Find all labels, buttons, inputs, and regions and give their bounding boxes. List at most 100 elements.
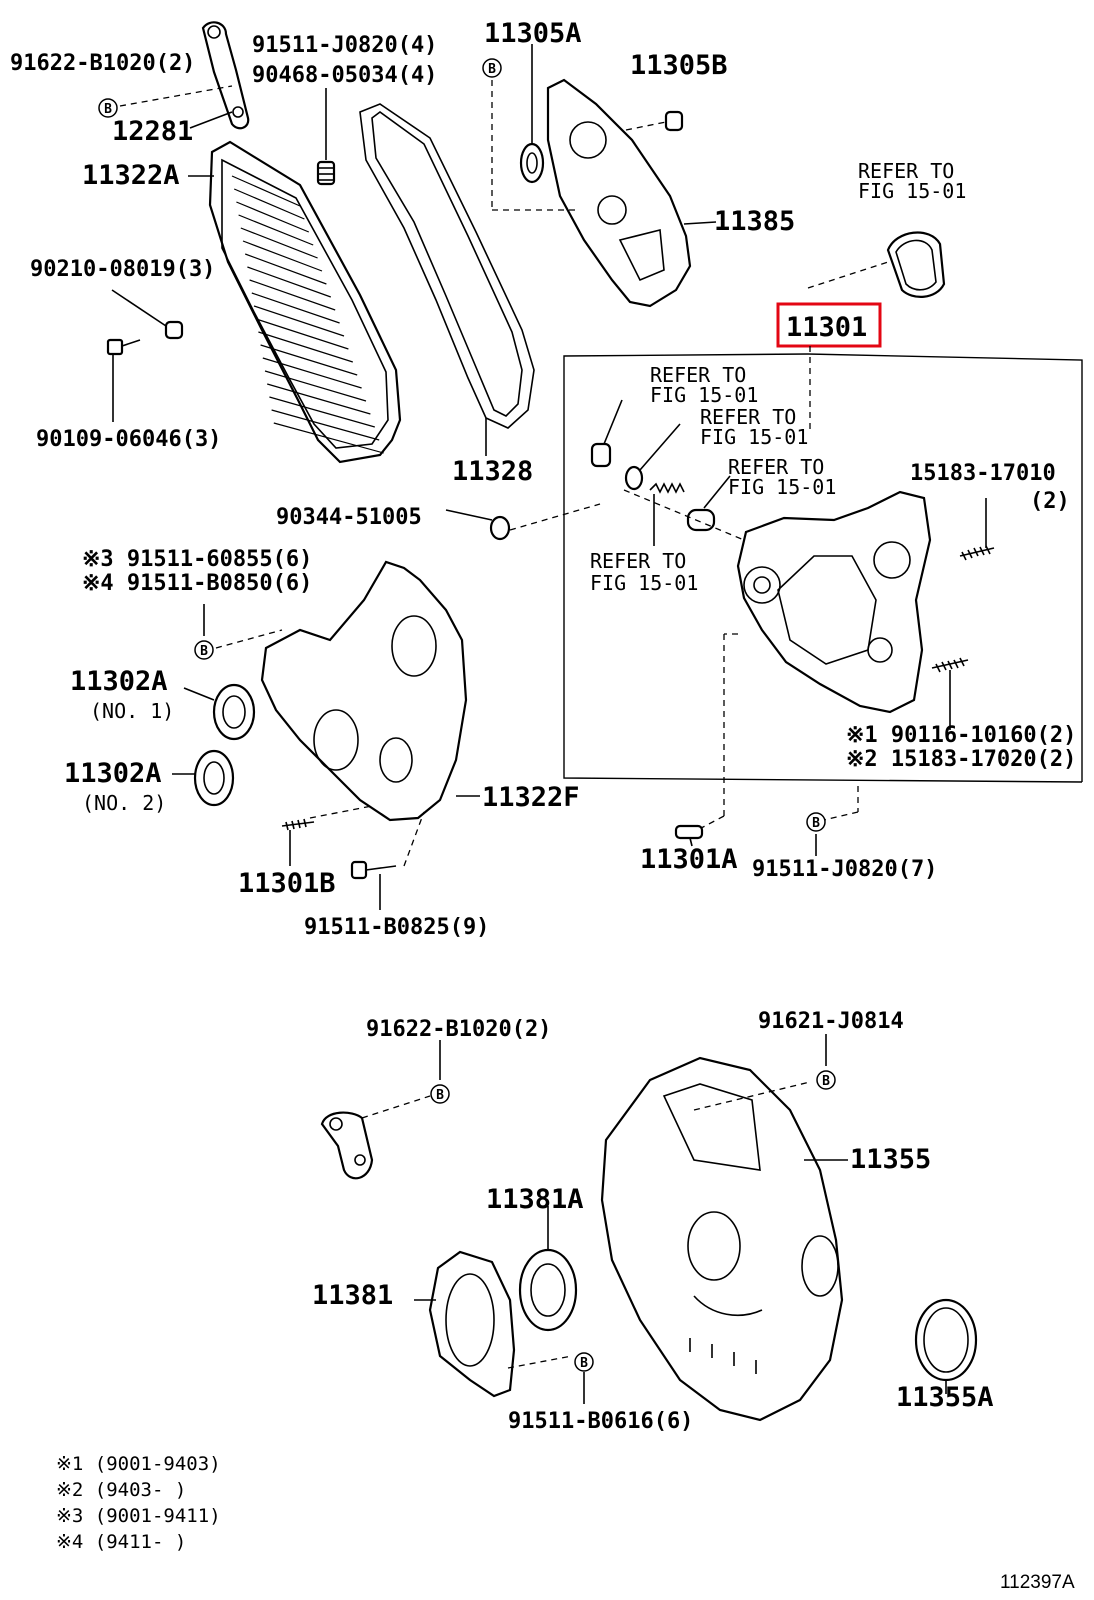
label-90344-51005: 90344-51005 — [276, 505, 422, 530]
stud-90116 — [931, 657, 969, 673]
label-11301[interactable]: 11301 — [786, 312, 867, 343]
footnote-4: ※4 (9411- ) — [56, 1531, 186, 1553]
label-91511-60855: ※3 91511-60855(6) — [82, 547, 312, 572]
bolt-91511-b0825 — [350, 860, 397, 880]
label-91511-b0616: 91511-B0616(6) — [508, 1409, 693, 1434]
bolt-symbol-letter: B — [488, 62, 496, 77]
bolt-symbol-letter: B — [580, 1356, 588, 1371]
nut-90210 — [164, 320, 184, 340]
cover-stripe — [271, 409, 380, 441]
cover-stripe — [240, 227, 318, 259]
label-11328: 11328 — [452, 456, 533, 487]
seal-11302a-no2 — [193, 749, 235, 807]
seal-11305a — [519, 142, 545, 184]
cover-stripe — [247, 266, 332, 298]
label-90210-08019: 90210-08019(3) — [30, 257, 215, 282]
label-91622-b1020-bot: 91622-B1020(2) — [366, 1017, 551, 1042]
plug-refer — [590, 442, 612, 468]
seal-11381a — [518, 1248, 578, 1332]
bolt-symbol-letter: B — [104, 102, 112, 117]
label-refer1: REFER TO — [858, 159, 954, 183]
bolt-symbol-letter: B — [822, 1074, 830, 1089]
bolt-symbol-letter: B — [436, 1088, 444, 1103]
pin-11301a — [674, 824, 704, 840]
label-11305a: 11305A — [484, 18, 582, 49]
bolt-symbol-icon: B — [194, 640, 214, 660]
label-91511-b0825: 91511-B0825(9) — [304, 915, 489, 940]
label-15183-17010: 15183-17010 — [910, 461, 1056, 486]
cover-stripe — [238, 214, 314, 246]
label-11302a-no2: 11302A — [64, 758, 162, 789]
label-refer3: REFER TO — [700, 405, 796, 429]
retainer-11381 — [428, 1250, 516, 1398]
label-11381a: 11381A — [486, 1184, 584, 1215]
figure-id: 112397A — [1000, 1572, 1075, 1593]
label-11322a: 11322A — [82, 160, 180, 191]
label-11302a-no1: 11302A — [70, 666, 168, 697]
label-11355a: 11355A — [896, 1382, 994, 1413]
spring-refer — [649, 482, 685, 494]
spring-90468 — [316, 160, 336, 186]
stud-15183-17010 — [959, 545, 995, 561]
label-refer4b: FIG 15-01 — [728, 475, 836, 499]
bolt-symbol-letter: B — [200, 644, 208, 659]
label-91511-j0820-4: 91511-J0820(4) — [252, 33, 437, 58]
bolt-symbol-icon: B — [482, 58, 502, 78]
label-11381: 11381 — [312, 1280, 393, 1311]
bolt-symbol-icon: B — [816, 1070, 836, 1090]
label-11322f: 11322F — [482, 782, 580, 813]
bolt-symbol-icon: B — [574, 1352, 594, 1372]
label-91621-j0814: 91621-J0814 — [758, 1009, 904, 1034]
cover-stripe — [258, 331, 353, 363]
label-11385: 11385 — [714, 206, 795, 237]
cover-stripe — [253, 305, 345, 337]
stud-11301b — [281, 818, 315, 831]
bolt-90109 — [106, 338, 141, 356]
label-11301b: 11301B — [238, 868, 336, 899]
cover-stripe — [269, 396, 375, 428]
plunger-refer — [686, 508, 716, 532]
part-11301-highlight-box[interactable] — [776, 302, 882, 348]
cover-stripe — [244, 253, 327, 285]
label-12281: 12281 — [112, 116, 193, 147]
label-91511-j0820-7: 91511-J0820(7) — [752, 857, 937, 882]
bolt-symbol-icon: B — [98, 98, 118, 118]
label-91622-b1020-top: 91622-B1020(2) — [10, 51, 195, 76]
timing-case-11301[interactable] — [736, 490, 932, 714]
cover-stripe — [256, 318, 349, 350]
cover-11322a — [208, 140, 402, 464]
label-90116-10160: ※1 90116-10160(2) — [846, 723, 1076, 748]
cover-stripe — [262, 357, 362, 389]
seal-11355a — [914, 1298, 978, 1382]
cover-stripe — [260, 344, 358, 376]
label-90109-06046: 90109-06046(3) — [36, 427, 221, 452]
cover-stripe — [249, 279, 336, 311]
label-refer1b: FIG 15-01 — [858, 179, 966, 203]
footnote-2: ※2 (9403- ) — [56, 1479, 186, 1501]
label-refer3b: FIG 15-01 — [700, 425, 808, 449]
label-refer5: REFER TO — [590, 549, 686, 573]
bracket-bottom — [320, 1111, 374, 1180]
bracket-12281 — [201, 21, 250, 130]
plate-11385 — [546, 78, 692, 308]
cover-stripe — [267, 383, 371, 415]
cover-stripe — [233, 188, 305, 220]
seal-90344-51005 — [489, 515, 511, 541]
label-refer5b: FIG 15-01 — [590, 571, 698, 595]
plate-11355[interactable] — [600, 1056, 844, 1422]
gasket-11328 — [359, 103, 535, 429]
seal-11302a-no1 — [212, 683, 256, 741]
cover-stripe — [264, 370, 367, 402]
bolt-symbol-icon: B — [806, 812, 826, 832]
label-11302a-no2-note: (NO. 2) — [82, 791, 166, 815]
label-15183-17010-qty: (2) — [1030, 489, 1070, 514]
label-refer4: REFER TO — [728, 455, 824, 479]
label-11302a-no1-note: (NO. 1) — [90, 699, 174, 723]
footnote-3: ※3 (9001-9411) — [56, 1505, 221, 1527]
label-15183-17020: ※2 15183-17020(2) — [846, 747, 1076, 772]
cover-stripe — [236, 201, 310, 233]
label-91511-b0850: ※4 91511-B0850(6) — [82, 571, 312, 596]
label-11301a: 11301A — [640, 844, 738, 875]
gasket-refer-fig-15-01 — [886, 231, 946, 298]
